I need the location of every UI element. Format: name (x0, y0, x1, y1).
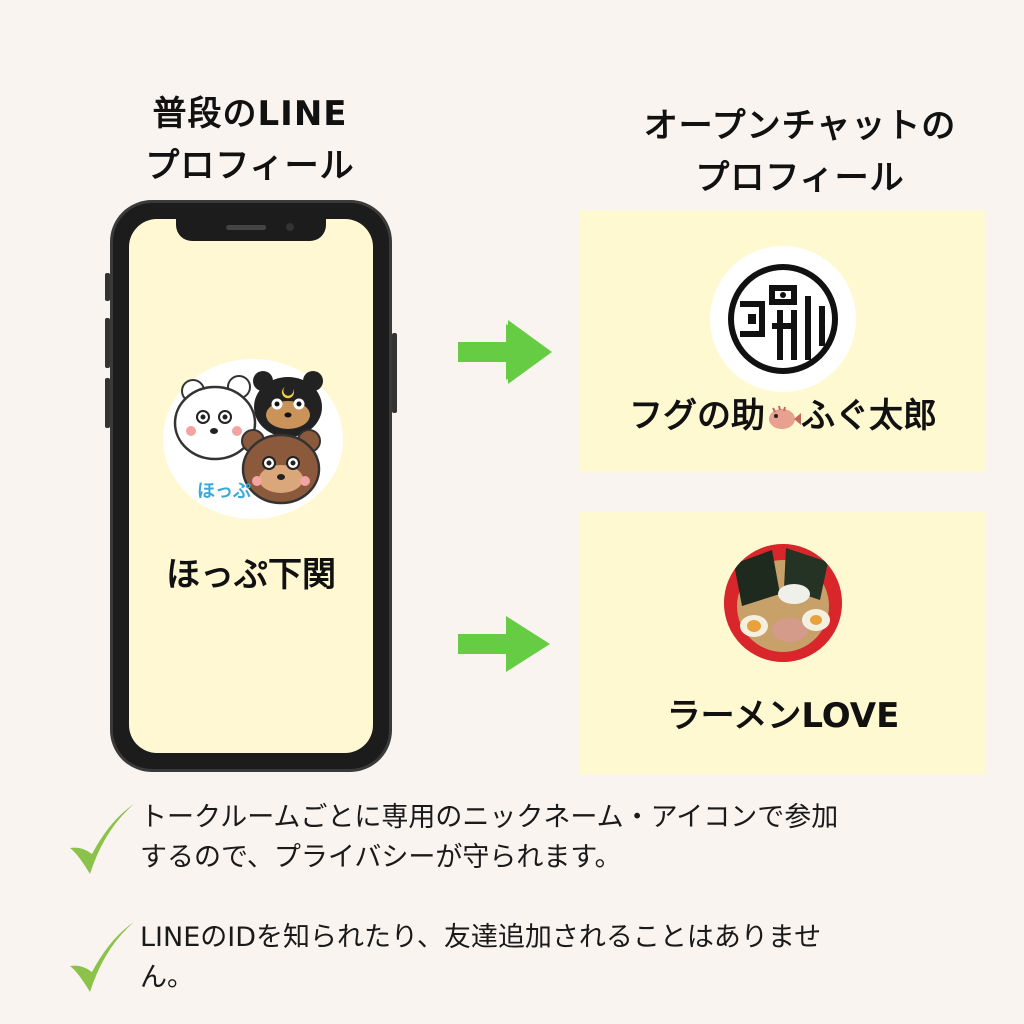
bear-mascots-icon (173, 371, 323, 505)
pufferfish-emoji-icon (769, 405, 801, 429)
hop-logo-text: ほっぷ (197, 481, 251, 502)
pufferfish-icon (728, 264, 838, 374)
phone-notch (176, 219, 326, 241)
phone-side-button (392, 333, 397, 413)
heading-line: プロフィール (695, 158, 905, 198)
open-chat-profile-card[interactable]: フグの助 ふぐ太郎 (580, 210, 986, 472)
profile-avatar[interactable] (724, 544, 842, 662)
profile-avatar[interactable] (710, 246, 856, 392)
note-line: するので、プライバシーが守られます。 (140, 842, 622, 873)
arrow-right-icon (458, 320, 552, 384)
open-chat-profile-heading: オープンチャットの プロフィール (600, 100, 1000, 204)
phone-side-button (105, 273, 110, 301)
line-profile-name: ほっぷ下関 (166, 555, 336, 595)
phone-camera (286, 223, 294, 231)
profile-avatar[interactable]: ほっぷ (163, 359, 343, 519)
checkmark-icon (70, 804, 134, 874)
phone-side-button (105, 378, 110, 428)
privacy-note: トークルームごとに専用のニックネーム・アイコンで参加 するので、プライバシーが守… (140, 798, 960, 878)
phone-screen: ほっぷ ほっぷ下関 (129, 219, 373, 753)
heading-line: プロフィール (145, 146, 355, 186)
phone-speaker (226, 225, 267, 230)
open-chat-profile-name: フグの助 ふぐ太郎 (580, 388, 986, 437)
heading-line: オープンチャットの (643, 106, 957, 146)
id-note: LINEのIDを知られたり、友達追加されることはありませ ん。 (140, 918, 960, 998)
arrow-right-icon (458, 616, 550, 672)
normal-line-profile-heading: 普段のLINE プロフィール (100, 88, 400, 192)
checkmark-icon (70, 922, 134, 992)
ramen-photo (724, 544, 842, 662)
name-prefix: フグの助 (629, 396, 765, 436)
heading-line: 普段のLINE (152, 94, 348, 134)
note-line: ん。 (140, 962, 194, 993)
note-line: LINEのIDを知られたり、友達追加されることはありませ (140, 922, 822, 953)
open-chat-profile-name: ラーメンLOVE (666, 696, 900, 736)
open-chat-profile-card[interactable]: ラーメンLOVE (580, 512, 986, 774)
note-line: トークルームごとに専用のニックネーム・アイコンで参加 (140, 802, 839, 833)
phone-mockup: ほっぷ ほっぷ下関 (105, 200, 397, 772)
phone-side-button (105, 318, 110, 368)
name-suffix: ふぐ太郎 (801, 396, 937, 436)
